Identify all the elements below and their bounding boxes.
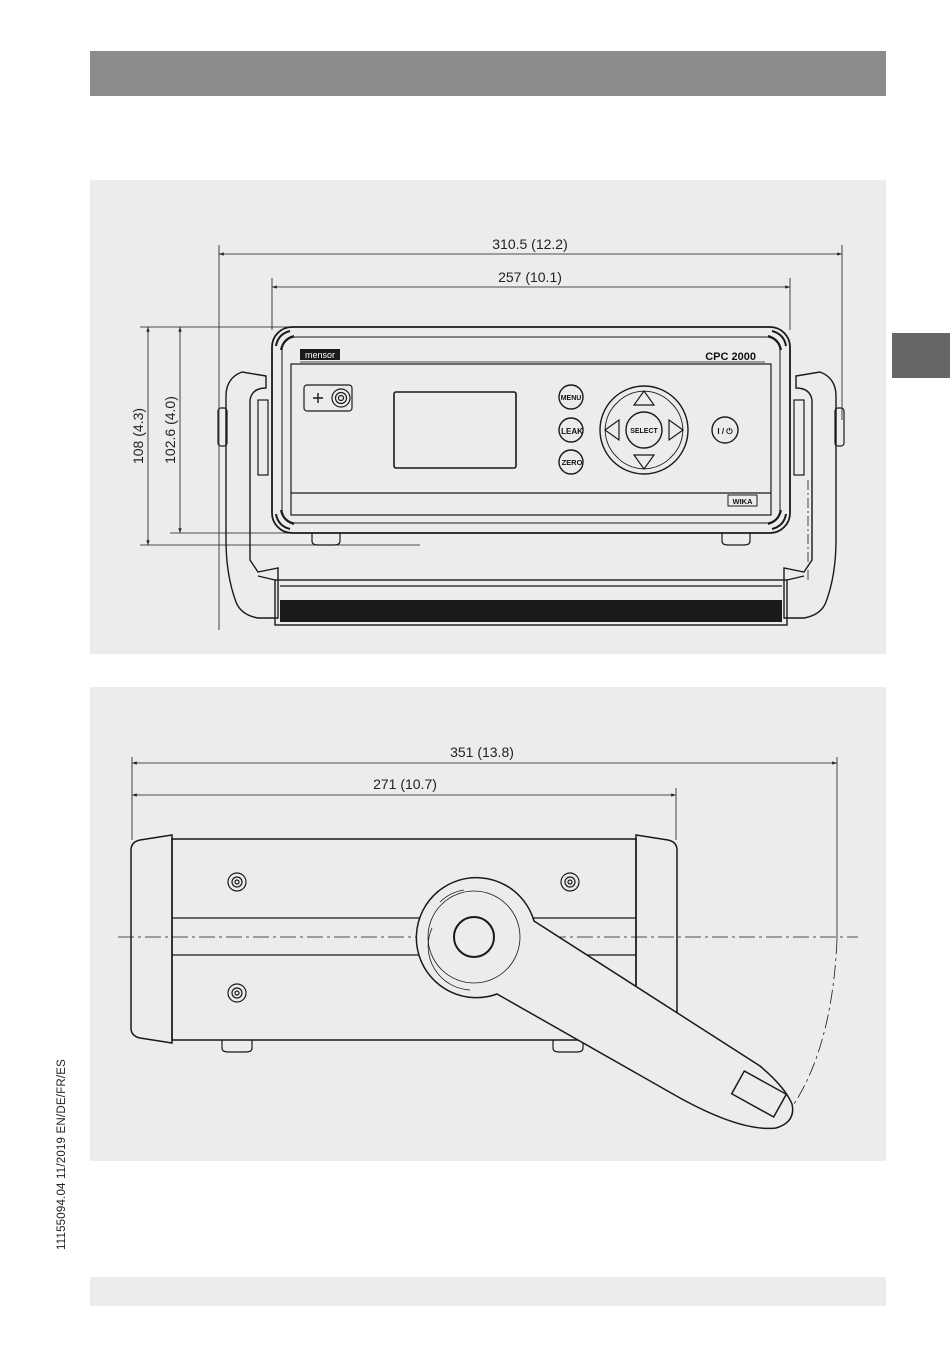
power-button-label: I / ⏻ xyxy=(717,427,733,436)
foot-right xyxy=(722,533,750,545)
front-view-drawing xyxy=(140,245,844,630)
side-view-drawing xyxy=(118,757,858,1128)
front-panel xyxy=(291,364,771,515)
handle-arm xyxy=(416,878,792,1129)
screw-3 xyxy=(228,984,246,1002)
dim-case-width: 257 (10.1) xyxy=(498,269,562,285)
model-label: CPC 2000 xyxy=(705,351,756,363)
dim-overall-height: 108 (4.3) xyxy=(130,408,146,464)
brand-logo: mensor xyxy=(305,350,335,360)
arrow-up-icon xyxy=(634,391,654,405)
foot-right-side xyxy=(553,1040,583,1052)
menu-button-label: MENU xyxy=(561,395,582,402)
foot-left xyxy=(312,533,340,545)
arrow-down-icon xyxy=(634,455,654,469)
screw-1 xyxy=(228,873,246,891)
display-screen xyxy=(394,392,516,468)
end-cap-left xyxy=(131,835,172,1043)
pressure-port-icon xyxy=(304,385,352,411)
dim-case-length: 271 (10.7) xyxy=(373,776,437,792)
arrow-right-icon xyxy=(669,420,683,440)
left-handle xyxy=(226,372,278,618)
screw-2 xyxy=(561,873,579,891)
right-handle xyxy=(784,372,836,618)
select-button-label: SELECT xyxy=(630,428,658,435)
zero-button-label: ZERO xyxy=(562,458,583,467)
dim-case-height: 102.6 (4.0) xyxy=(162,396,178,464)
dim-overall-length: 351 (13.8) xyxy=(450,744,514,760)
foot-left-side xyxy=(222,1040,252,1052)
leak-button-label: LEAK xyxy=(561,427,583,436)
manufacturer-logo: WIKA xyxy=(733,497,754,506)
arrow-left-icon xyxy=(605,420,619,440)
dim-overall-width: 310.5 (12.2) xyxy=(492,236,568,252)
